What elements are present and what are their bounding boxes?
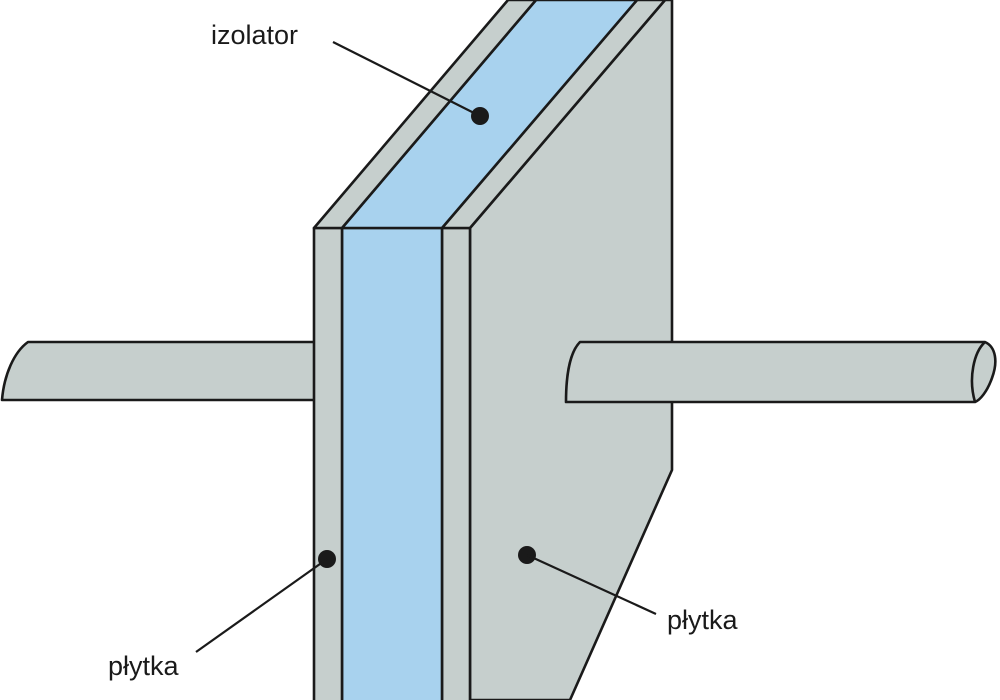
plate-left-label: płytka: [108, 651, 180, 681]
back-plate-edge: [440, 226, 472, 700]
left-lead-wire: [0, 340, 320, 402]
front-plate-edge: [312, 226, 344, 700]
insulator-leader-line: [332, 41, 481, 117]
front-plate-top: [312, 0, 538, 230]
insulator-front: [340, 226, 444, 700]
plate-right-leader-line: [526, 553, 657, 616]
plate-left-leader-line: [195, 558, 328, 653]
right-lead-wire-end-arc: [970, 341, 986, 403]
plate-right-label: płytka: [667, 605, 739, 635]
insulator-marker-dot: [471, 107, 489, 125]
back-plate-face: [468, 0, 674, 700]
right-lead-wire: [564, 340, 997, 404]
insulator-label: izolator: [211, 20, 298, 50]
